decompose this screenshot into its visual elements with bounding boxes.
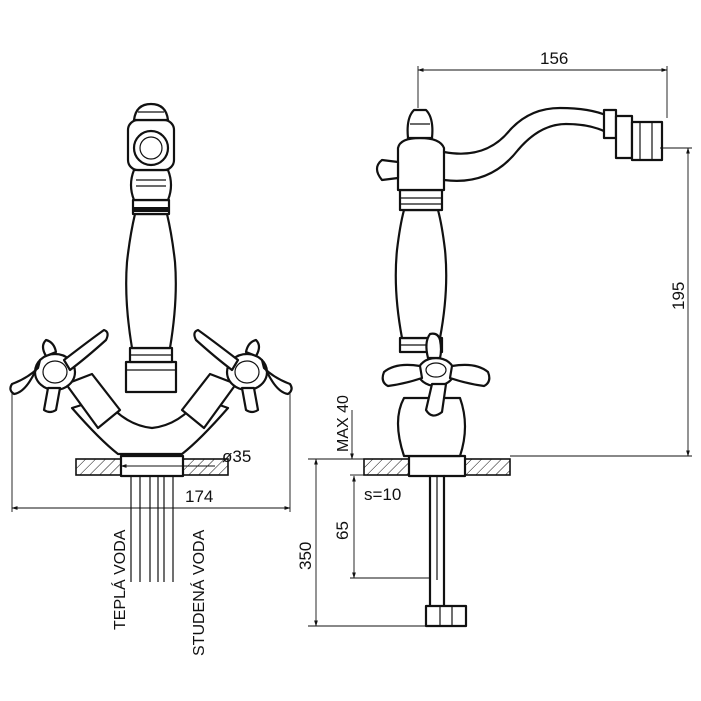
side-handle xyxy=(381,332,491,417)
width-label: 174 xyxy=(185,487,213,506)
min-thickness-dimension: s=10 xyxy=(350,474,401,504)
cold-water-label: STUDENÁ VODA xyxy=(189,529,208,656)
hot-water-handle xyxy=(9,328,122,430)
side-counter-plate-left xyxy=(363,458,410,476)
side-counter-plate-right xyxy=(464,458,511,476)
hose-length-label: 65 xyxy=(333,521,352,540)
cold-water-handle xyxy=(180,328,293,430)
min-thickness-label: s=10 xyxy=(364,485,401,504)
side-supply-rod xyxy=(424,474,468,628)
total-length-dimension: 350 xyxy=(296,458,426,627)
width-dimension: 174 xyxy=(11,392,291,512)
height-dimension: 195 xyxy=(510,147,692,457)
side-base-body xyxy=(396,396,467,458)
max-thickness-dimension: MAX 40 xyxy=(335,395,364,460)
side-column xyxy=(375,108,448,354)
counter-plate-left xyxy=(75,458,122,476)
front-view: ø35 174 TEPLÁ VODA STUDENÁ VODA xyxy=(9,102,293,656)
height-label: 195 xyxy=(669,282,688,310)
diameter-dimension: ø35 xyxy=(120,447,251,468)
hot-water-label: TEPLÁ VODA xyxy=(110,529,129,630)
hose-length-dimension: 65 xyxy=(333,475,430,579)
total-length-label: 350 xyxy=(296,542,315,570)
side-mounting-shank xyxy=(407,454,467,478)
spout-nozzle-front xyxy=(126,102,176,172)
max-thickness-label: MAX 40 xyxy=(335,395,352,452)
supply-hoses xyxy=(130,476,174,582)
side-view: 156 195 MAX 40 s=10 65 xyxy=(296,49,692,628)
diameter-label: ø35 xyxy=(222,447,251,466)
faucet-column xyxy=(124,168,178,394)
side-spout xyxy=(442,106,664,182)
reach-label: 156 xyxy=(540,49,568,68)
reach-dimension: 156 xyxy=(417,49,668,118)
